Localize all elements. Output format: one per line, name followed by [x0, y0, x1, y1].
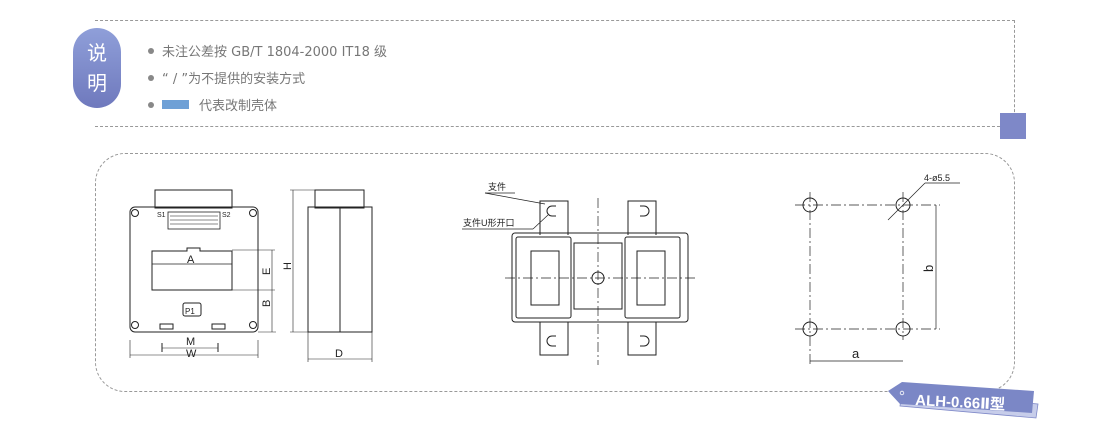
notes-list: 未注公差按 GB/T 1804-2000 IT18 级 “ / ”为不提供的安装…	[148, 37, 387, 118]
model-tag: ALH-0.66Ⅱ型	[888, 382, 1039, 419]
corner-square	[1000, 113, 1026, 139]
dim-w-label: W	[186, 348, 197, 360]
model-tag-label: ALH-0.66Ⅱ型	[915, 391, 1006, 414]
support-u-slot-label: 支件U形开口	[463, 217, 515, 228]
dim-a-label: A	[187, 254, 195, 266]
badge-char: 说	[87, 41, 107, 65]
s2-label: S2	[222, 212, 231, 219]
dim-a-spacing-label: a	[852, 346, 860, 361]
dim-m-label: M	[186, 336, 195, 348]
bullet-icon	[148, 47, 154, 54]
bullet-icon	[148, 74, 154, 81]
note-item: 未注公差按 GB/T 1804-2000 IT18 级	[148, 37, 387, 64]
dim-h-label: H	[282, 262, 294, 270]
s1-label: S1	[157, 212, 166, 219]
p1-label: P1	[185, 307, 195, 316]
notes-badge: 说 明	[73, 28, 121, 108]
dim-e-label: E	[261, 268, 273, 275]
note-item: “ / ”为不提供的安装方式	[148, 64, 387, 91]
badge-char: 明	[87, 71, 107, 95]
notes-frame	[95, 20, 1015, 127]
note-text: 代表改制壳体	[199, 99, 278, 114]
modified-housing-swatch	[162, 100, 189, 109]
holes-spec-label: 4-ø5.5	[924, 173, 950, 183]
bullet-icon	[148, 101, 154, 108]
bottom-view: 支件 支件U形开口	[462, 181, 695, 365]
dim-b-spacing-label: b	[921, 265, 936, 272]
drawing-frame	[95, 153, 1015, 392]
side-view: H D	[282, 189, 373, 362]
support-label: 支件	[488, 181, 506, 192]
dim-b-label: B	[261, 300, 273, 307]
front-view: S1 S2 A P1 M W E B	[129, 189, 276, 360]
note-text: 未注公差按 GB/T 1804-2000 IT18 级	[162, 45, 388, 60]
mounting-layout: 4-ø5.5 a b	[795, 173, 960, 365]
dim-d-label: D	[335, 348, 343, 360]
note-text: “ / ”为不提供的安装方式	[162, 72, 306, 87]
note-item: 代表改制壳体	[148, 91, 387, 118]
